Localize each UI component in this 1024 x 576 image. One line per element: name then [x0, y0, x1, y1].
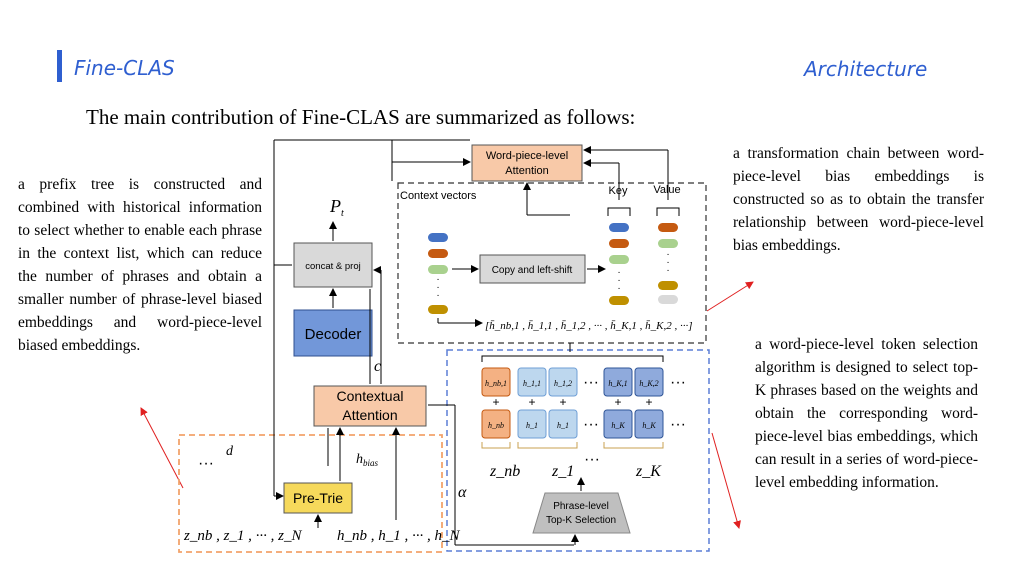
token-label: h_K — [611, 421, 625, 430]
phrase-topk-label-1: Phrase-level — [553, 501, 609, 512]
token-cell — [603, 367, 633, 397]
pointer-arrow-top-right — [706, 281, 754, 312]
ellipsis-token: ··· — [583, 416, 599, 433]
plus-sign: + — [614, 395, 621, 409]
token-cell — [517, 367, 547, 397]
decoder-label: Decoder — [305, 326, 362, 343]
plus-sign: + — [645, 395, 652, 409]
token-label: h_nb,1 — [485, 379, 507, 388]
context-region — [397, 182, 707, 344]
pointer-arrow-bottom-right — [711, 432, 741, 529]
z-sequence: z_nb , z_1 , ··· , z_N — [183, 528, 303, 544]
ctx-vec-green — [428, 265, 448, 274]
word-piece-attention-label-2: Attention — [505, 165, 548, 177]
pre-trie-label: Pre-Trie — [293, 490, 343, 506]
copy-shift-box — [479, 254, 586, 284]
ellipsis-token: ··· — [583, 374, 599, 391]
svg-text:·: · — [666, 265, 669, 276]
token-cell — [634, 367, 664, 397]
d-label: d — [226, 444, 234, 459]
decoder-box — [293, 309, 373, 357]
token-cell — [548, 367, 578, 397]
alpha-label: α — [458, 484, 467, 501]
z-label-nb: z_nb — [489, 463, 520, 480]
context-vectors-label: Context vectors — [400, 190, 477, 202]
z-label-1: z_1 — [551, 463, 574, 480]
concat-proj-label: concat & proj — [305, 261, 360, 272]
note-top-right: a transformation chain between word-piec… — [733, 145, 984, 254]
token-cell — [634, 409, 664, 439]
contextual-attention-box — [313, 385, 427, 427]
plus-sign: + — [559, 395, 566, 409]
page-heading: The main contribution of Fine-CLAS are s… — [86, 105, 636, 129]
svg-text:·: · — [617, 275, 620, 286]
shifted-sequence: [h̄_nb,1 , h̄_1,1 , h̄_1,2 , ··· , h̄_K,… — [485, 320, 693, 332]
top-bracket — [481, 355, 664, 362]
phrase-topk-box — [532, 492, 631, 534]
group-bracket — [481, 442, 511, 449]
group-bracket — [603, 442, 664, 449]
contextual-attention-label-2: Attention — [342, 407, 397, 423]
ellipsis-left: ··· — [198, 455, 214, 472]
section-title: Fine-CLAS — [74, 56, 175, 80]
concat-proj-box — [293, 242, 373, 288]
token-grid: h_nb,1 + h_1,1 + h_1,2 + h_K,1 + h_K,2 + ··· ··· h_n… — [481, 355, 686, 449]
svg-text:·: · — [436, 290, 439, 301]
plus-sign: + — [492, 395, 499, 409]
svg-text:·: · — [617, 267, 620, 278]
svg-text:·: · — [617, 283, 620, 294]
token-label: h_1 — [526, 421, 538, 430]
note-bottom-right: a word-piece-level token selection algor… — [755, 336, 978, 491]
ellipsis-token: ··· — [670, 374, 686, 391]
word-piece-attention-box — [471, 144, 583, 182]
value-label: Value — [653, 184, 680, 196]
svg-text:·: · — [436, 282, 439, 293]
ctx-vec-gold — [428, 305, 448, 314]
note-left: a prefix tree is constructed and combine… — [18, 176, 262, 354]
token-label: h_1,2 — [554, 379, 572, 388]
token-label: h_1,1 — [523, 379, 541, 388]
word-piece-attention-label-1: Word-piece-level — [486, 150, 568, 162]
pt-label: Pt — [329, 196, 344, 219]
token-label: h_K,1 — [608, 379, 627, 388]
token-cell — [517, 409, 547, 439]
token-cell — [603, 409, 633, 439]
accent-bar — [57, 50, 62, 82]
section-right-title: Architecture — [804, 57, 928, 81]
token-cell — [481, 367, 511, 397]
contextual-attention-label-1: Contextual — [337, 388, 404, 404]
c-label: c — [374, 358, 381, 375]
svg-text:·: · — [666, 257, 669, 268]
ellipsis-z: ··· — [584, 451, 600, 468]
ellipsis-token: ··· — [670, 416, 686, 433]
key-label: Key — [609, 185, 628, 197]
pointer-arrow-left — [140, 407, 184, 489]
svg-text:·: · — [436, 274, 439, 285]
pre-trie-box — [283, 482, 353, 514]
h-bias-label: hbias — [356, 452, 379, 468]
h-sequence: h_nb , h_1 , ··· , h_N — [337, 528, 461, 544]
token-label: h_K — [642, 421, 656, 430]
svg-text:·: · — [666, 249, 669, 260]
phrase-topk-label-2: Top-K Selection — [546, 515, 616, 526]
trie-region — [178, 434, 443, 553]
ctx-vec-blue — [428, 233, 448, 242]
copy-shift-label: Copy and left-shift — [492, 265, 573, 276]
z-label-k: z_K — [635, 463, 662, 480]
token-cell — [548, 409, 578, 439]
group-bracket — [517, 442, 578, 449]
ctx-vec-orange — [428, 249, 448, 258]
plus-sign: + — [528, 395, 535, 409]
token-label: h_K,2 — [639, 379, 658, 388]
token-label: h_nb — [488, 421, 504, 430]
token-cell — [481, 409, 511, 439]
token-label: h_1 — [557, 421, 569, 430]
selection-region — [446, 349, 710, 552]
